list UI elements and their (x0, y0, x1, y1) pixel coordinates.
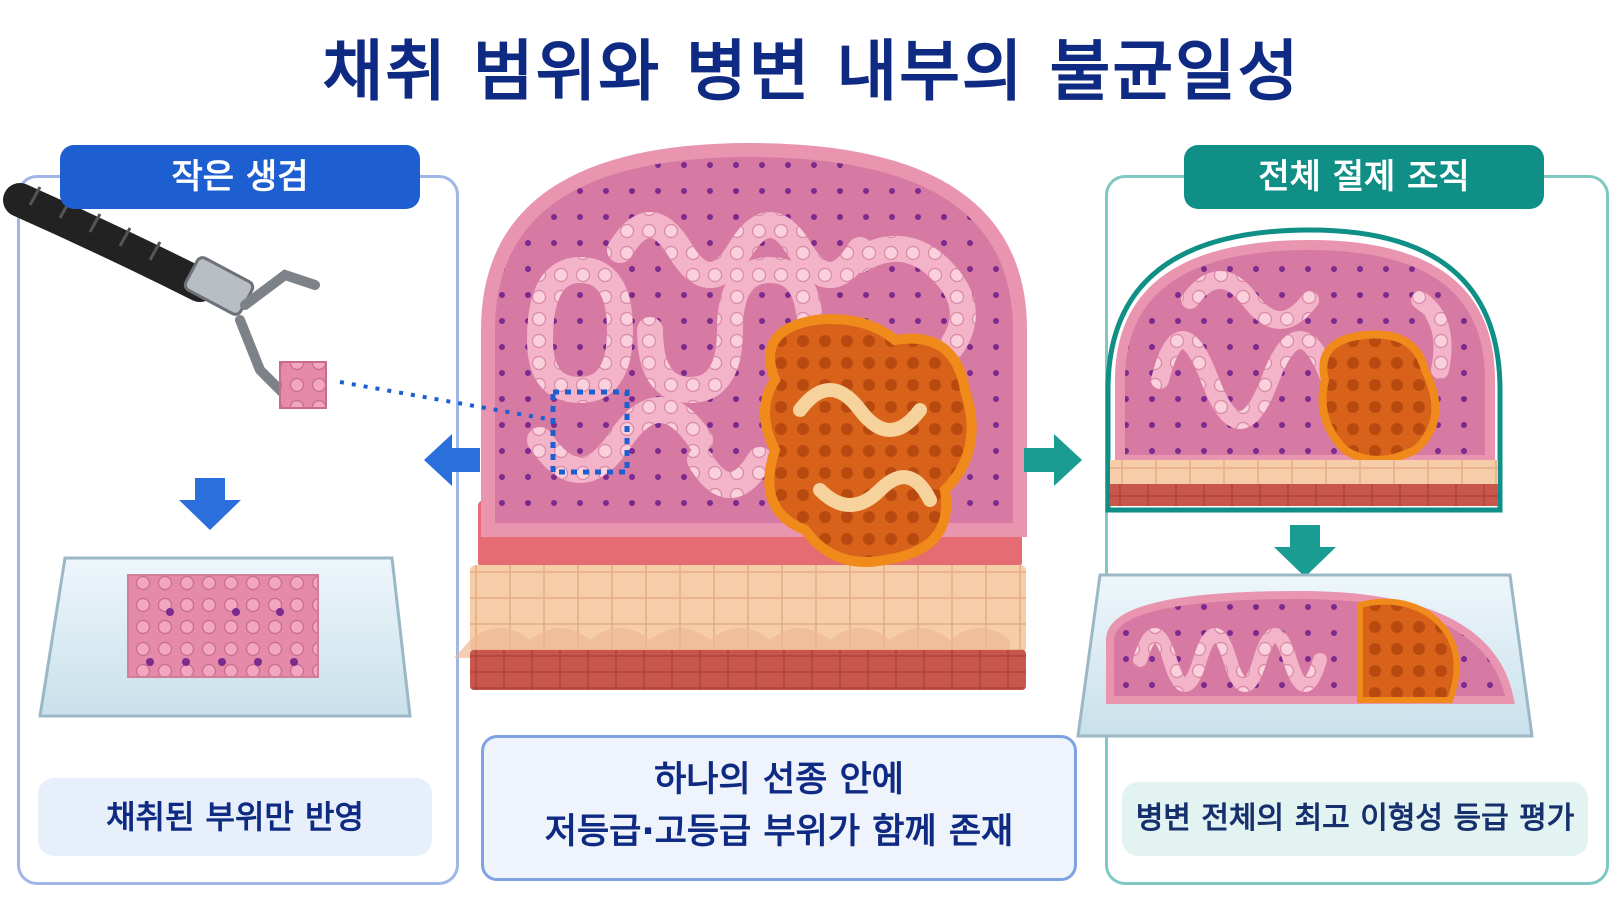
slide-high-grade-region (1357, 598, 1460, 703)
biopsy-forceps (3, 183, 320, 405)
whole-resection-caption: 병변 전체의 최고 이형성 등급 평가 (1122, 782, 1588, 856)
biopsy-slide (38, 556, 412, 718)
gland-loop (687, 447, 773, 498)
center-lesion-model (454, 142, 1027, 690)
high-grade-gland (793, 383, 927, 437)
gland-loop (847, 235, 976, 373)
muscle-layer (470, 650, 1026, 690)
arrow-down-icon (179, 478, 241, 530)
gland-loop (637, 257, 823, 403)
arrow-down-icon (1274, 525, 1336, 577)
biopsy-connector-line (339, 380, 554, 422)
high-grade-gland (813, 470, 937, 512)
whole-resection-header: 전체 절제 조직 (1184, 145, 1544, 209)
biopsy-site-marker (550, 389, 630, 475)
caption-line-2: 저등급·고등급 부위가 함께 존재 (544, 812, 1014, 852)
caption-line-1: 하나의 선종 안에 (654, 760, 904, 800)
arrow-right-icon (1024, 434, 1082, 486)
gland-loop (527, 257, 633, 403)
lesion-heterogeneity-caption: 하나의 선종 안에 저등급·고등급 부위가 함께 존재 (481, 735, 1077, 881)
resection-slide (1076, 573, 1534, 738)
gland-loop (527, 397, 713, 483)
arrow-left-icon (424, 434, 480, 486)
resected-specimen (1105, 227, 1503, 513)
high-grade-region (760, 314, 977, 567)
small-biopsy-caption: 채취된 부위만 반영 (38, 778, 432, 856)
small-biopsy-header: 작은 생검 (60, 145, 420, 209)
page-title: 채취 범위와 병변 내부의 불균일성 (322, 33, 1301, 110)
biopsy-sample-cube (279, 361, 327, 409)
specimen-high-grade-region (1318, 330, 1440, 464)
gland-loop (607, 212, 873, 288)
